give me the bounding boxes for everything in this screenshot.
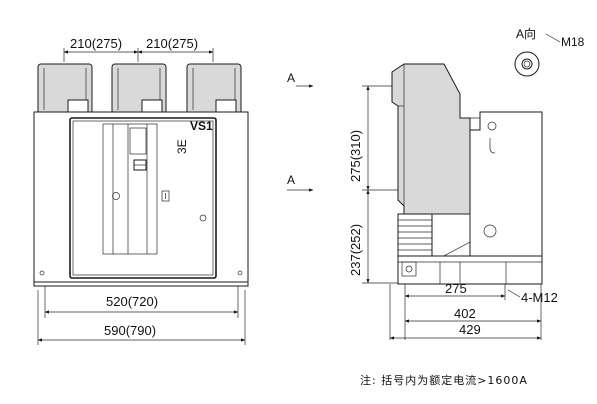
thread-label: M18 bbox=[561, 35, 585, 49]
model-label: VS1 bbox=[190, 119, 213, 133]
view-arrows: A A bbox=[287, 71, 314, 192]
mount-hole-left bbox=[39, 270, 45, 276]
side-base-frame bbox=[397, 255, 543, 285]
height-dimensions: 275(310) 237(252) bbox=[348, 85, 400, 284]
pole-column-middle bbox=[111, 63, 167, 115]
view-arrow-upper-label: A bbox=[287, 71, 295, 85]
detail-title: A向 bbox=[516, 26, 536, 41]
bolt-label: 4-M12 bbox=[521, 290, 558, 305]
dim-275: 275 bbox=[445, 281, 467, 296]
indicator-right bbox=[161, 190, 170, 202]
mount-hole-right bbox=[237, 270, 243, 276]
base-rail bbox=[33, 281, 249, 287]
pole-columns bbox=[37, 63, 242, 115]
dim-upper-height: 275(310) bbox=[348, 130, 363, 182]
panel-mechanism bbox=[102, 123, 207, 255]
width-dimensions: 520(720) 590(790) bbox=[37, 286, 246, 345]
indicator-left bbox=[112, 192, 120, 200]
dim-lower-height: 237(252) bbox=[348, 224, 363, 276]
dim-pole-right: 210(275) bbox=[146, 36, 198, 51]
terminal-circle-inner bbox=[521, 58, 533, 70]
front-panel bbox=[69, 117, 217, 279]
pole-column-left bbox=[37, 63, 93, 115]
dim-402: 402 bbox=[454, 306, 476, 321]
bellows bbox=[397, 213, 433, 257]
plate-hook bbox=[489, 138, 496, 154]
dim-429: 429 bbox=[459, 322, 481, 337]
dim-outer-width: 590(790) bbox=[104, 323, 156, 338]
brand-mark: 3E bbox=[175, 139, 189, 154]
plate-hole-bottom bbox=[483, 224, 497, 238]
upper-arm bbox=[470, 117, 481, 131]
terminal-circle-outer bbox=[514, 51, 540, 77]
pole-spacing-dimension: 210(275) 210(275) bbox=[63, 36, 214, 62]
view-arrow-lower-label: A bbox=[287, 173, 295, 187]
depth-dimensions: 275 402 429 4-M12 bbox=[389, 281, 558, 340]
plate-hole-top bbox=[487, 121, 497, 131]
current-rating-note: 注: 括号内为额定电流>1600A bbox=[360, 373, 528, 387]
mechanism-plate bbox=[469, 111, 543, 271]
side-view: 275(310) 237(252) bbox=[348, 63, 558, 340]
front-view: 210(275) 210(275) bbox=[33, 36, 249, 345]
dim-pole-left: 210(275) bbox=[70, 36, 122, 51]
pole-column-right bbox=[186, 63, 242, 115]
panel-screw bbox=[199, 214, 207, 222]
dim-inner-width: 520(720) bbox=[106, 294, 158, 309]
detail-view-a: A向 M18 bbox=[514, 26, 585, 77]
